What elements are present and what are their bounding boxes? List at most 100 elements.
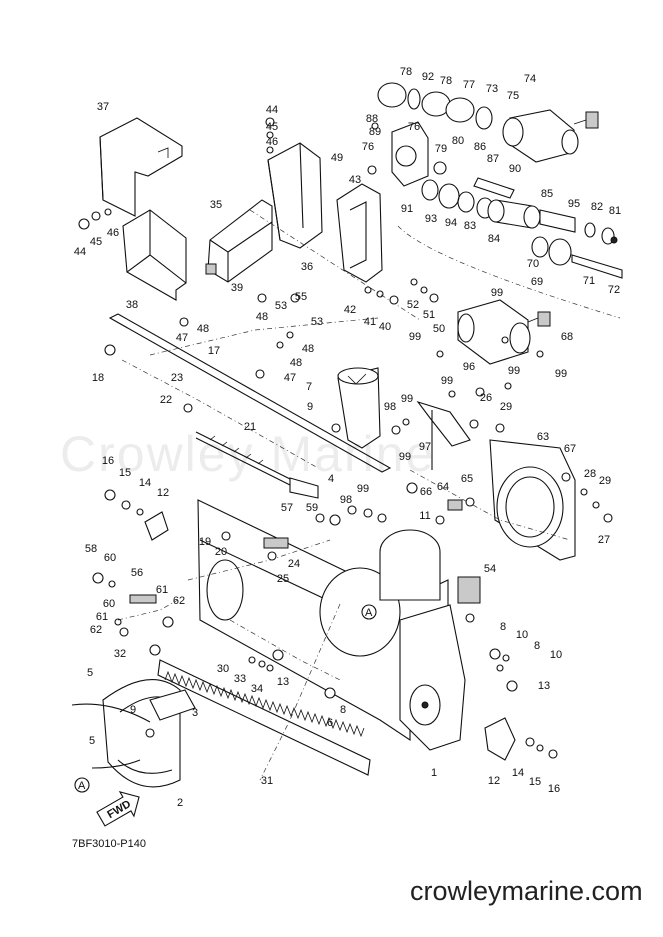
callout-83: 83 [464, 220, 476, 232]
skid-12-left [144, 511, 169, 541]
callout-15: 15 [119, 467, 131, 479]
callout-45: 45 [90, 236, 102, 248]
callout-60: 60 [103, 598, 115, 610]
callout-98: 98 [384, 401, 396, 413]
callout-11: 11 [419, 510, 430, 522]
callout-20: 20 [215, 546, 227, 558]
callout-17: 17 [208, 345, 220, 357]
callout-47: 47 [284, 372, 296, 384]
scraper-31 [157, 659, 371, 776]
callout-9: 9 [130, 704, 136, 716]
callout-48: 48 [302, 343, 314, 355]
starter-motor-68 [457, 299, 551, 365]
callout-84: 84 [488, 233, 500, 245]
callout-12: 12 [488, 775, 500, 787]
callout-99: 99 [357, 483, 369, 495]
callout-44: 44 [266, 104, 278, 116]
callout-5: 5 [87, 667, 93, 679]
callout-55: 55 [295, 291, 307, 303]
cover-35 [205, 199, 273, 283]
callout-38: 38 [126, 299, 138, 311]
callout-13: 13 [277, 676, 289, 688]
callout-76: 76 [408, 121, 420, 133]
callout-94: 94 [445, 217, 457, 229]
callout-34: 34 [251, 683, 263, 695]
callout-51: 51 [423, 309, 435, 321]
callout-59: 59 [306, 502, 318, 514]
callout-10: 10 [516, 629, 528, 641]
callout-76: 76 [362, 141, 374, 153]
callout-50: 50 [433, 323, 445, 335]
callout-77: 77 [463, 79, 475, 91]
callout-29: 29 [599, 475, 611, 487]
marker-a-housing-label: A [365, 607, 373, 619]
callout-33: 33 [234, 673, 246, 685]
callout-95: 95 [568, 198, 580, 210]
callout-60: 60 [104, 552, 116, 564]
callout-8: 8 [500, 621, 506, 633]
main-housing-1 [197, 499, 466, 751]
callout-21: 21 [244, 421, 256, 433]
callout-58: 58 [85, 543, 97, 555]
callout-75: 75 [507, 90, 519, 102]
callout-70: 70 [527, 258, 539, 270]
callout-99: 99 [399, 451, 411, 463]
callout-99: 99 [491, 287, 503, 299]
callout-64: 64 [437, 481, 449, 493]
callout-46: 46 [266, 136, 278, 148]
callout-6: 6 [327, 717, 333, 729]
callout-81: 81 [609, 205, 621, 217]
callout-86: 86 [474, 141, 486, 153]
site-url: crowleymarine.com [410, 876, 643, 906]
callout-44: 44 [74, 246, 86, 258]
callout-87: 87 [487, 153, 499, 165]
callout-49: 49 [331, 152, 343, 164]
callout-99: 99 [409, 331, 421, 343]
callout-37: 37 [97, 101, 109, 113]
callout-9: 9 [307, 401, 313, 413]
callout-74: 74 [524, 73, 536, 85]
callout-31: 31 [261, 775, 273, 787]
bracket-3 [149, 689, 196, 721]
callout-78: 78 [440, 75, 452, 87]
callout-90: 90 [509, 163, 521, 175]
callout-52: 52 [407, 299, 419, 311]
callout-78: 78 [400, 66, 412, 78]
callout-45: 45 [266, 121, 278, 133]
callout-99: 99 [441, 375, 453, 387]
drawing-code: 7BF3010-P140 [72, 838, 146, 850]
callout-57: 57 [281, 502, 293, 514]
callout-85: 85 [541, 188, 553, 200]
callout-53: 53 [275, 300, 287, 312]
callout-4: 4 [328, 473, 334, 485]
callout-97: 97 [419, 441, 431, 453]
callout-63: 63 [537, 431, 549, 443]
callout-54: 54 [484, 563, 496, 575]
callout-96: 96 [463, 361, 475, 373]
callout-27: 27 [598, 534, 610, 546]
callout-5: 5 [89, 735, 95, 747]
callout-48: 48 [290, 357, 302, 369]
callout-99: 99 [508, 365, 520, 377]
callout-32: 32 [114, 648, 126, 660]
callout-8: 8 [534, 640, 540, 652]
callout-48: 48 [256, 311, 268, 323]
callout-73: 73 [486, 83, 498, 95]
callout-12: 12 [157, 487, 169, 499]
callout-29: 29 [500, 401, 512, 413]
callout-99: 99 [555, 368, 567, 380]
fan-housing-63 [489, 439, 576, 561]
cover-36 [267, 142, 323, 249]
callout-19: 19 [199, 536, 211, 548]
motor-assembly-upper [377, 82, 623, 319]
callout-13: 13 [538, 680, 550, 692]
callout-16: 16 [102, 455, 114, 467]
callout-46: 46 [107, 227, 119, 239]
callout-7: 7 [306, 381, 312, 393]
callout-2: 2 [177, 797, 183, 809]
callout-24: 24 [288, 558, 300, 570]
callout-62: 62 [90, 624, 102, 636]
callout-67: 67 [564, 443, 576, 455]
callout-23: 23 [171, 372, 183, 384]
